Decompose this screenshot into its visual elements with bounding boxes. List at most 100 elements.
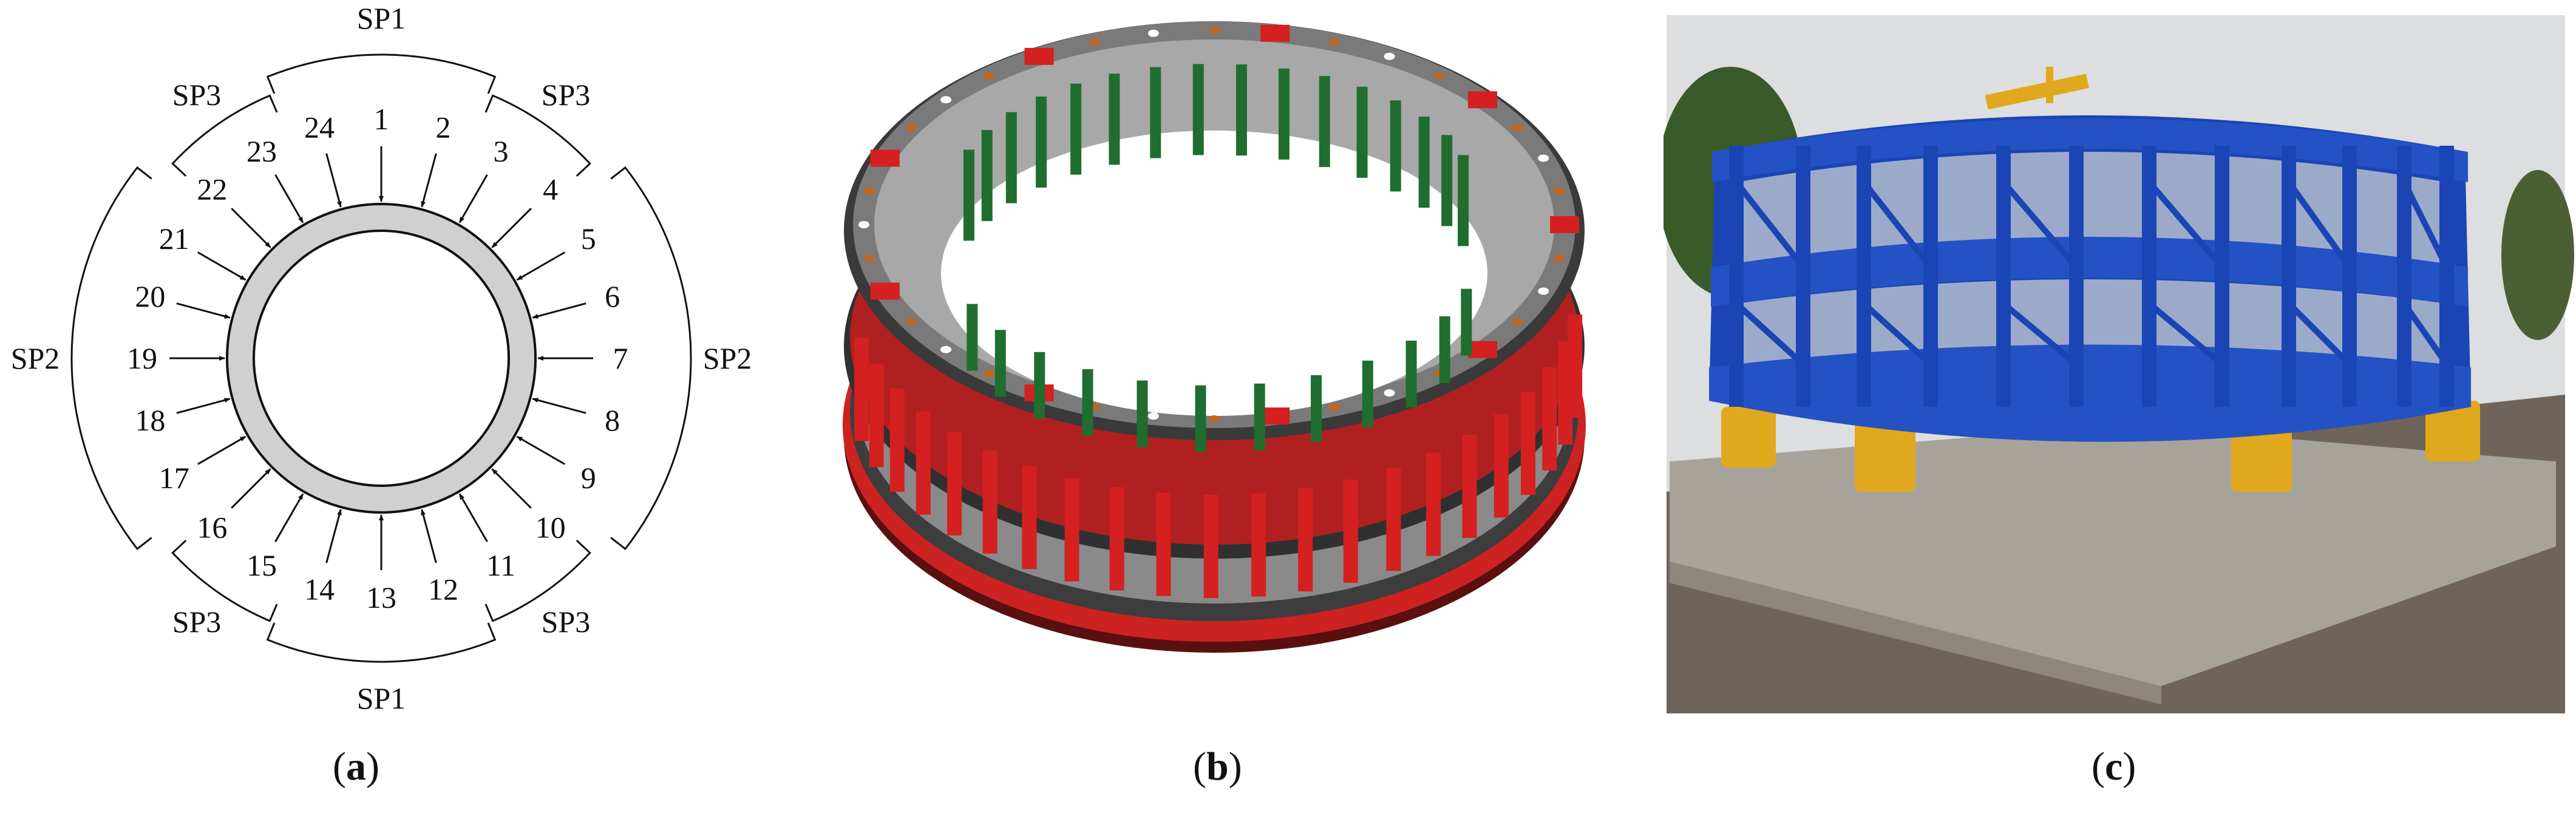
photo-bottom-flange [1709, 344, 2471, 442]
red-plate [1468, 91, 1498, 109]
sensor-label-20: 20 [135, 279, 165, 313]
green-column [967, 304, 978, 371]
sensor-label-21: 21 [159, 222, 189, 256]
photo-frame-window-lower [1736, 279, 2447, 364]
group-label-bottom: SP1 [357, 681, 406, 715]
photo-support-1 [1721, 407, 1776, 468]
green-column [1192, 64, 1204, 155]
green-column [1461, 288, 1472, 356]
sensor-label-13: 13 [366, 580, 396, 614]
bolt-hole [1554, 254, 1565, 262]
green-column [963, 149, 974, 241]
photo-post [1796, 146, 1810, 407]
group-bracket-left [70, 166, 152, 551]
red-plate [1260, 24, 1290, 42]
sensor-label-8: 8 [605, 403, 620, 437]
bolt-hole [1384, 52, 1395, 60]
panel-c: (c) [1664, 0, 2576, 813]
bolt-hole [905, 124, 917, 131]
group-bracket-bottom [266, 622, 497, 663]
green-column [1362, 360, 1373, 427]
photo-brace [2147, 180, 2224, 270]
sensor-label-7: 7 [613, 341, 628, 375]
bolt-hole [1089, 38, 1100, 46]
green-column [1405, 341, 1417, 408]
green-column [1150, 67, 1161, 158]
red-stiffener [1109, 487, 1124, 591]
caption-b: (b) [1193, 744, 1242, 789]
bolt-hole [1538, 287, 1549, 295]
group-bracket-lower-right [484, 539, 591, 622]
sensor-label-18: 18 [135, 403, 165, 437]
group-bracket-top [266, 53, 497, 94]
sensor-label-5: 5 [581, 222, 596, 256]
sensor-arrow-17 [197, 435, 246, 465]
ring-frame-3d-render [843, 21, 1586, 653]
photo-brace [2001, 180, 2079, 270]
group-label-upper-left: SP3 [172, 78, 222, 112]
red-stiffener [1520, 392, 1535, 495]
group-label-upper-right: SP3 [542, 78, 591, 112]
photo-brace [1734, 180, 1806, 270]
photo-brace [1861, 301, 1933, 367]
photo-post [2069, 146, 2084, 407]
group-bracket-upper-left [171, 94, 278, 177]
green-column [1439, 316, 1450, 383]
sensor-label-19: 19 [127, 341, 157, 375]
red-plate [1550, 216, 1579, 233]
photo-support-4 [2425, 401, 2480, 461]
green-column [1278, 68, 1290, 160]
photo-brace [2286, 180, 2353, 269]
red-plate [1260, 407, 1290, 425]
sensor-label-6: 6 [605, 279, 620, 313]
red-plate [1024, 47, 1054, 65]
green-column [1195, 385, 1206, 452]
photo-slab-edge [1670, 562, 2161, 704]
bolt-hole [1538, 154, 1549, 162]
photo-tree-right [2501, 170, 2574, 340]
bolt-hole [1209, 27, 1220, 34]
green-column [1082, 369, 1093, 437]
sensor-arrow-16 [231, 468, 271, 509]
bolt-hole [1512, 124, 1523, 131]
group-label-lower-right: SP3 [542, 605, 591, 639]
bolt-hole [1147, 29, 1159, 37]
sensor-label-24: 24 [304, 110, 335, 144]
photo-crane [1985, 73, 2089, 110]
red-stiffener [947, 432, 962, 536]
caption-a: (a) [333, 744, 379, 789]
panel-b: (b) [795, 0, 1645, 813]
sensor-arrow-10 [491, 468, 532, 509]
red-plate [870, 149, 900, 167]
green-column [1356, 86, 1368, 178]
ring-frame-photo [1664, 15, 2574, 713]
group-label-left: SP2 [11, 341, 60, 375]
red-stiffener [1022, 466, 1037, 570]
sensor-label-11: 11 [486, 548, 515, 582]
bolt-hole [1433, 72, 1445, 80]
sensor-arrow-11 [458, 493, 488, 542]
sensor-arrow-6 [532, 302, 586, 319]
red-stiffener [1386, 468, 1401, 571]
red-stiffener [1558, 341, 1573, 445]
group-label-lower-left: SP3 [172, 605, 222, 639]
sensor-arrow-12 [421, 509, 437, 563]
red-plate [1468, 341, 1498, 358]
green-column [1005, 112, 1017, 203]
green-column [1109, 73, 1120, 165]
photo-crane-mast [2046, 67, 2053, 103]
bolt-hole [940, 96, 951, 104]
inner-opening [941, 131, 1487, 416]
red-stiffener [1251, 493, 1266, 597]
group-bracket-right [610, 166, 692, 551]
green-column [1137, 380, 1148, 447]
red-stiffener [1542, 367, 1557, 471]
bolt-hole [984, 370, 995, 378]
sensor-arrow-20 [176, 302, 231, 319]
bolt-hole [1554, 187, 1565, 195]
caption-c: (c) [2092, 744, 2136, 789]
bolt-hole [905, 318, 917, 325]
photo-support-2 [1855, 422, 1915, 492]
photo-post [1923, 146, 1938, 407]
